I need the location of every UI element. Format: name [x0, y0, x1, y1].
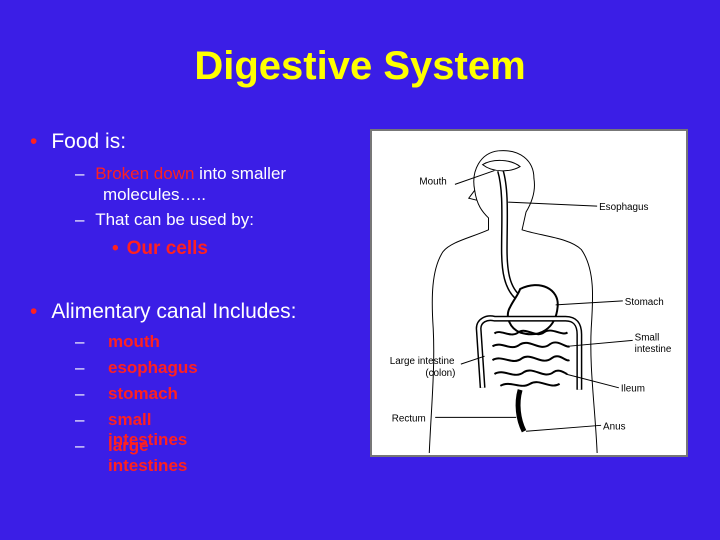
label-small-intestine-1: Small — [635, 332, 660, 343]
dash: – — [75, 210, 85, 229]
dash: – — [75, 384, 85, 403]
small-intestine-shape — [491, 329, 570, 387]
bullet-text: Alimentary canal Includes: — [51, 300, 297, 323]
organ-stomach: stomach — [108, 384, 178, 403]
label-large-intestine-1: Large intestine — [390, 356, 455, 367]
body-outline — [428, 150, 598, 453]
label-anus: Anus — [603, 421, 626, 432]
sub-sub-bullet-our-cells: • Our cells — [112, 238, 208, 260]
label-rectum: Rectum — [392, 413, 426, 424]
into-smaller-text: into smaller — [194, 164, 287, 183]
bullet-dot: • — [30, 300, 38, 323]
used-by-text: That can be used by: — [95, 210, 254, 229]
dash: – — [75, 436, 85, 455]
large-intestine-inner — [477, 316, 581, 390]
bullet-alimentary-canal: • Alimentary canal Includes: — [30, 300, 296, 324]
sub-bullet-used-by: – That can be used by: — [75, 209, 254, 230]
label-stomach: Stomach — [625, 297, 664, 308]
dash: – — [75, 164, 85, 183]
bullet-dot: • — [30, 130, 38, 153]
label-esophagus: Esophagus — [599, 202, 648, 213]
dash: – — [75, 410, 85, 429]
bullet-text: Food is: — [51, 130, 127, 153]
slide-title: Digestive System — [194, 44, 526, 88]
dash: – — [75, 332, 85, 351]
sub-bullet-broken-down: – Broken down into smaller molecules….. — [75, 163, 286, 205]
organ-large-intestines: large intestines — [108, 436, 188, 475]
label-small-intestine-2: intestine — [635, 344, 672, 355]
organ-esophagus: esophagus — [108, 358, 198, 377]
label-mouth: Mouth — [419, 176, 446, 187]
bullet-dot: • — [112, 238, 119, 259]
label-large-intestine-2: (colon) — [425, 368, 455, 379]
molecules-text: molecules….. — [103, 185, 206, 204]
digestive-diagram-svg: Mouth Esophagus Stomach Small intestine … — [390, 150, 672, 453]
esophagus-inner — [498, 169, 522, 301]
dash: – — [75, 358, 85, 377]
rectum-shape — [515, 389, 527, 433]
bullet-food-is: • Food is: — [30, 130, 126, 154]
broken-down-text: Broken down — [95, 164, 195, 183]
digestive-system-diagram: Mouth Esophagus Stomach Small intestine … — [370, 129, 688, 457]
mouth-shape — [481, 159, 521, 172]
organ-small-intestines: small intestines — [108, 410, 188, 449]
leader-lines — [435, 170, 633, 432]
our-cells-text: Our cells — [126, 238, 208, 259]
organ-mouth: mouth — [108, 332, 160, 351]
label-ileum: Ileum — [621, 384, 645, 395]
